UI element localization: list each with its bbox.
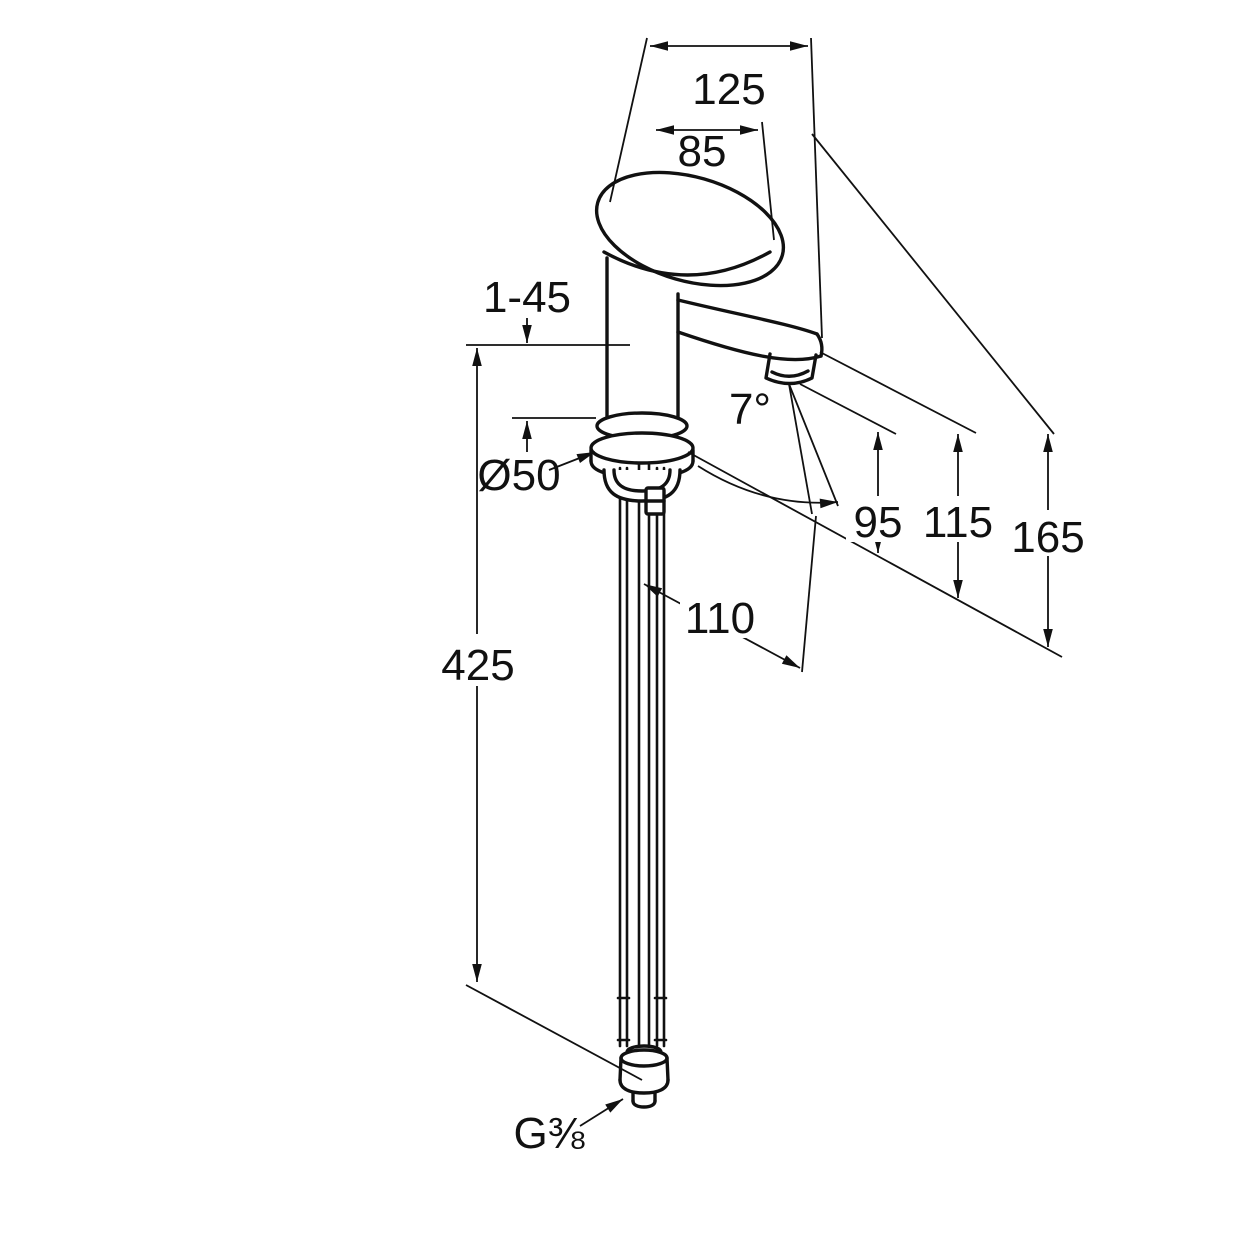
- label-projection: 110: [685, 594, 755, 643]
- horseshoe-washer-inner: [612, 468, 672, 493]
- nut-side-right: [665, 1056, 670, 1082]
- dim-mounting-range: [466, 318, 630, 452]
- spout-tip: [815, 332, 824, 358]
- spout: [676, 298, 824, 386]
- dim-spout-top-height: [819, 351, 996, 598]
- faucet-figure: [589, 170, 824, 1109]
- dim-base-diameter: [548, 451, 596, 471]
- text-mask: [444, 634, 512, 686]
- dim-spout-angle: [697, 383, 839, 515]
- ext-line-425-bottom: [465, 984, 643, 1081]
- handle-outline: [594, 170, 786, 288]
- text-mask: [920, 496, 996, 542]
- rosette-top: [589, 431, 695, 465]
- lever-handle: [594, 170, 786, 288]
- label-spout-top-height: 115: [923, 498, 993, 547]
- leader-thread: [579, 1098, 624, 1127]
- dim-outlet-height: [799, 383, 910, 553]
- label-total-height: 165: [1011, 513, 1084, 562]
- label-spout-angle: 7°: [729, 385, 771, 434]
- ext-line-165: [811, 133, 1055, 435]
- ext-line-110: [801, 515, 817, 673]
- mounting-hardware: [602, 468, 682, 516]
- label-mounting-range: 1-45: [483, 273, 571, 322]
- angle-ray-1: [788, 383, 813, 515]
- supply-pipes: [616, 460, 668, 1056]
- connection-nut: [618, 1044, 670, 1109]
- dim-total-depth: [609, 37, 823, 339]
- dimension-labels: 125 85 1-45 Ø50 7° 95 115 165 110 425 G⅜: [441, 65, 1084, 1158]
- label-total-depth: 125: [692, 65, 765, 114]
- dim-projection: [643, 515, 817, 673]
- angle-ray-2: [788, 383, 839, 507]
- ext-line-125-left: [609, 37, 648, 203]
- angle-arc: [697, 465, 839, 509]
- dim-total-height: [811, 133, 1088, 647]
- ext-line-115: [819, 351, 977, 434]
- text-mask: [680, 596, 760, 638]
- faucet-body: [605, 256, 680, 422]
- label-thread-size: G⅜: [514, 1109, 585, 1158]
- ext-line-95: [799, 383, 897, 435]
- label-outlet-height: 95: [854, 498, 903, 547]
- label-connection-length: 425: [441, 641, 514, 690]
- dim-connection-length: [444, 348, 643, 1081]
- aerator: [764, 352, 818, 386]
- text-mask: [846, 496, 910, 542]
- nut-bottom: [618, 1078, 670, 1095]
- leader-diameter: [548, 451, 596, 471]
- spout-top-edge: [676, 298, 819, 336]
- label-base-diameter: Ø50: [477, 451, 560, 500]
- dim-handle-depth: [656, 121, 775, 241]
- dim-thread: [579, 1098, 624, 1127]
- nut-top: [619, 1048, 669, 1068]
- aerator-outlet: [770, 369, 810, 378]
- spout-bottom-edge: [676, 330, 823, 362]
- dimension-annotations: [444, 37, 1088, 1127]
- ext-line-85-right: [761, 121, 775, 241]
- base-rosette: [589, 411, 695, 479]
- ext-line-125-right: [810, 37, 823, 339]
- nut-tip-bottom: [631, 1099, 657, 1109]
- handle-edge: [602, 250, 772, 277]
- text-mask: [1008, 510, 1088, 556]
- label-handle-depth: 85: [678, 127, 727, 176]
- counter-plane-line: [687, 451, 1063, 658]
